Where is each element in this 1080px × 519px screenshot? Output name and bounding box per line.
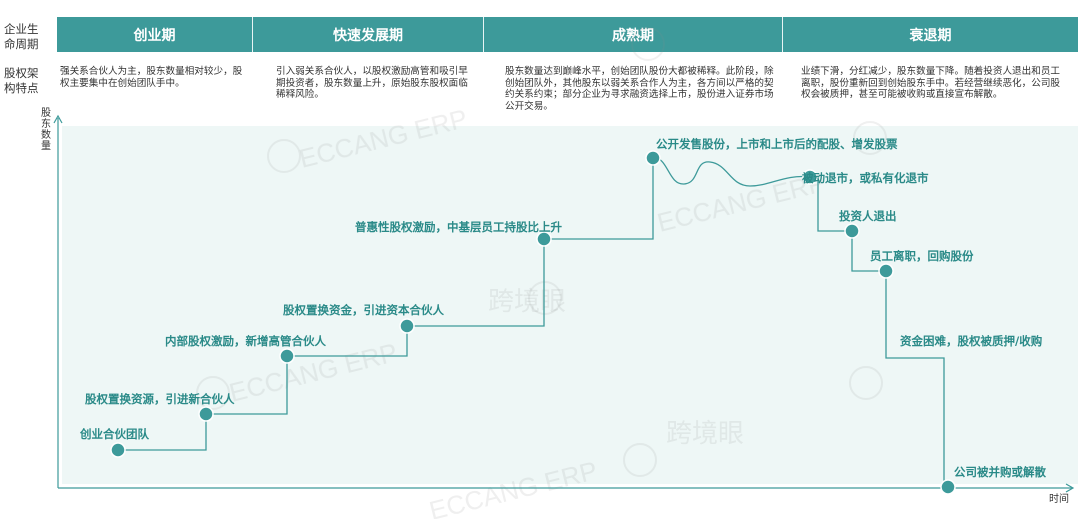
- watermark-text-5: 跨境眼: [488, 286, 566, 316]
- event-label-10: 公司被并购或解散: [954, 465, 1046, 479]
- node-0: [110, 442, 126, 458]
- x-axis-arrow-icon: [1065, 483, 1075, 493]
- axes: [53, 114, 1075, 493]
- node-7: [844, 223, 860, 239]
- lifecycle-row-label: 企业生命周期: [4, 22, 39, 51]
- stage-decline: 衰退期: [909, 27, 952, 44]
- stage-decline-desc: 业绩下滑，分红减少，股东数量下降。随着投资人退出和员工离职，股份重新回到创始股东…: [801, 66, 1061, 100]
- event-nodes: [110, 150, 956, 495]
- watermark-text-4: ECCANG ERP: [426, 455, 600, 519]
- event-label-3: 股权置换资金，引进资本合伙人: [283, 303, 444, 317]
- node-3: [399, 318, 415, 334]
- node-4: [536, 231, 552, 247]
- wavy-segment: [652, 157, 811, 187]
- event-label-2: 内部股权激励，新增高管合伙人: [165, 334, 326, 348]
- stage-mature: 成熟期: [484, 17, 783, 52]
- stage-growth-desc: 引入弱关系合伙人，以股权激励高管和吸引早期投资者，股东数量上升，原始股东股权面临…: [276, 66, 468, 100]
- node-1: [198, 406, 214, 422]
- event-label-5: 公开发售股份，上市和上市后的配股、增发股票: [656, 137, 898, 151]
- node-8: [878, 263, 894, 279]
- watermark-logo-icon: [196, 376, 230, 410]
- node-5: [645, 150, 661, 166]
- watermark-logos: [196, 27, 887, 477]
- watermark-logo-icon: [849, 366, 883, 400]
- event-label-9: 资金困难，股权被质押/收购: [900, 334, 1043, 348]
- watermark-text-6: 跨境眼: [666, 418, 744, 448]
- event-label-1: 股权置换资源，引进新合伙人: [85, 392, 235, 406]
- node-6: [802, 169, 818, 185]
- features-row-label: 股权架构特点: [4, 66, 39, 95]
- watermark-logo-icon: [267, 139, 301, 173]
- watermark-logo-icon: [631, 27, 665, 61]
- stage-header-bar: 创业期 快速发展期 成熟期 衰退期: [57, 17, 1078, 52]
- event-label-0: 创业合伙团队: [80, 427, 149, 441]
- watermark-logo-icon: [623, 443, 657, 477]
- stage-startup: 创业期: [57, 17, 253, 52]
- node-10: [940, 479, 956, 495]
- stage-growth: 快速发展期: [253, 17, 484, 52]
- stage-startup-desc: 强关系合伙人为主，股东数量相对较少，股权主要集中在创始团队手中。: [60, 66, 243, 89]
- stage-mature-desc: 股东数量达到巅峰水平，创始团队股份大都被稀释。此阶段，除创始团队外，其他股东以弱…: [505, 66, 774, 112]
- event-label-7: 投资人退出: [839, 209, 897, 223]
- decline-segment: [810, 176, 945, 488]
- plot-area: [62, 126, 1078, 484]
- y-axis-arrow-icon: [53, 114, 63, 124]
- event-label-4: 普惠性股权激励，中基层员工持股比上升: [355, 220, 562, 234]
- watermark-logo-icon: [853, 121, 887, 155]
- y-axis-label: 股东数量: [41, 108, 51, 152]
- step-curve: [118, 157, 945, 488]
- event-label-8: 员工离职，回购股份: [870, 249, 974, 263]
- watermark-logo-icon: [528, 281, 562, 315]
- node-2: [279, 348, 295, 364]
- x-axis-label: 时间: [1049, 494, 1069, 505]
- rise-segment: [118, 158, 654, 451]
- event-label-6: 被动退市，或私有化退市: [802, 171, 929, 185]
- watermark-text-1: ECCANG ERP: [296, 103, 470, 174]
